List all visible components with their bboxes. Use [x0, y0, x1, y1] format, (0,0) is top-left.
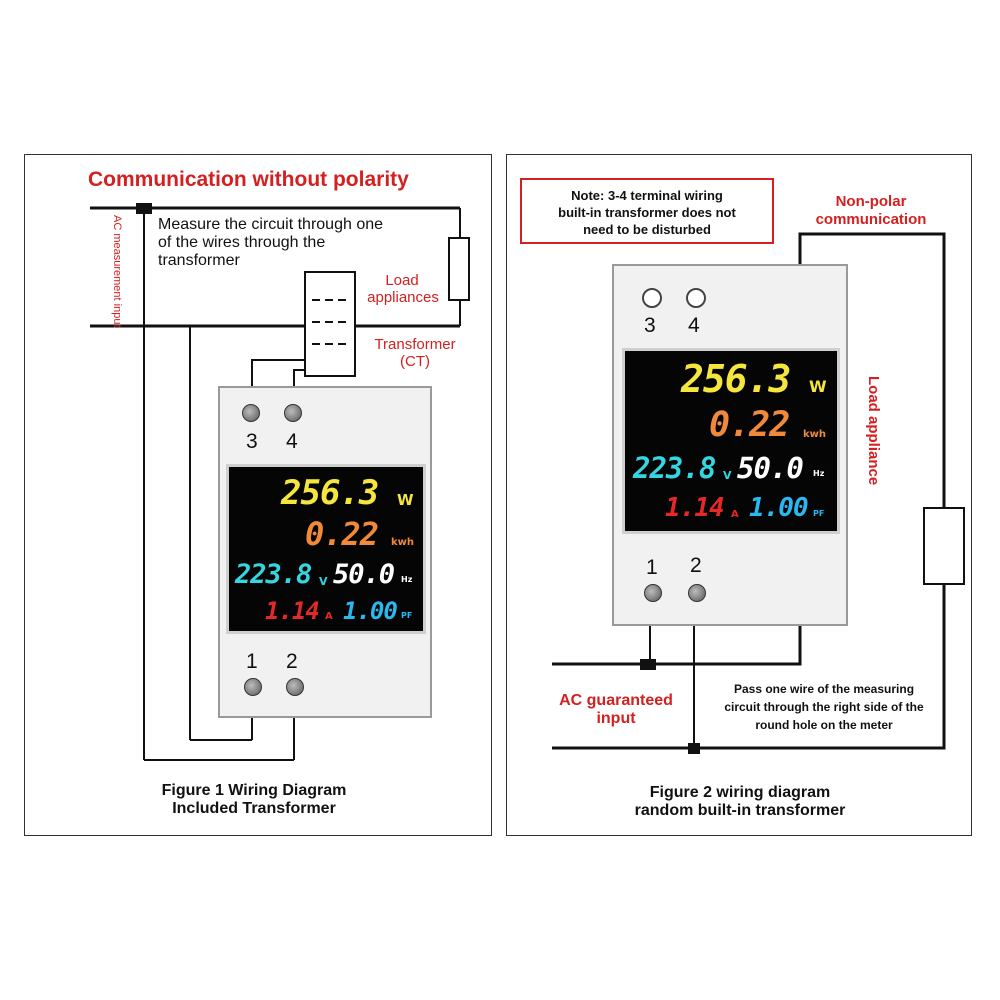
measure-note-line1: Measure the circuit through one — [158, 216, 384, 233]
terminal-3-label: 3 — [246, 430, 258, 453]
transformer-label-line1: Transformer — [374, 336, 456, 353]
voltage-value-2: 223.8 — [633, 451, 716, 485]
current-unit: A — [325, 611, 333, 622]
terminal-1-label: 1 — [246, 650, 258, 673]
figure1-caption-line1: Figure 1 Wiring Diagram — [161, 782, 347, 799]
terminal-3-hole — [642, 288, 662, 308]
voltage-unit-2: V — [723, 469, 732, 482]
meter2-display: 256.3 W 0.22 kwh 223.8 V 50.0 Hz 1.14 A … — [622, 348, 840, 534]
energy-value-2: 0.22 — [709, 405, 790, 445]
pf-value-2: 1.00 — [749, 493, 809, 523]
ac-guaranteed-line1: AC guaranteed — [559, 692, 673, 709]
current-value-2: 1.14 — [665, 493, 725, 523]
figure2-caption-line2: random built-in transformer — [634, 802, 846, 819]
frequency-value-2: 50.0 — [737, 451, 804, 485]
figure2-caption-line1: Figure 2 wiring diagram — [649, 784, 831, 801]
meter2-body: 3 4 1 2 256.3 W 0.22 kwh 223.8 V 50.0 Hz… — [612, 264, 848, 626]
frequency-value: 50.0 — [333, 559, 395, 590]
pf-value: 1.00 — [343, 597, 398, 625]
figure1-title: Communication without polarity — [88, 168, 409, 191]
pass-wire-line3: round hole on the meter — [755, 718, 893, 732]
nonpolar-line1: Non-polar — [835, 193, 907, 210]
meter1-body: 3 4 1 2 256.3 W 0.22 kwh 223.8 V 50.0 Hz… — [218, 386, 432, 718]
terminal-4-label: 4 — [286, 430, 298, 453]
note-box — [520, 178, 774, 244]
current-value: 1.14 — [265, 597, 320, 625]
power-value-2: 256.3 — [681, 357, 791, 401]
terminal-1-screw — [244, 678, 262, 696]
nonpolar-line2: communication — [815, 211, 927, 228]
frequency-unit-2: Hz — [813, 469, 825, 478]
meter1-display: 256.3 W 0.22 kwh 223.8 V 50.0 Hz 1.14 A … — [226, 464, 426, 634]
voltage-value: 223.8 — [235, 559, 312, 590]
terminal-2-screw-2 — [688, 584, 706, 602]
power-unit-2: W — [809, 377, 827, 396]
load-appliances-label-line1: Load — [385, 272, 419, 289]
terminal-2-label-2: 2 — [690, 554, 702, 577]
current-unit-2: A — [731, 509, 739, 520]
energy-value: 0.22 — [305, 515, 379, 553]
terminal-2-label: 2 — [286, 650, 298, 673]
pass-wire-line1: Pass one wire of the measuring — [733, 682, 915, 696]
measure-note-line2: of the wires through the — [158, 234, 326, 251]
power-unit: W — [397, 491, 414, 509]
frequency-unit: Hz — [401, 575, 413, 584]
pf-unit: PF — [401, 611, 413, 620]
voltage-unit: V — [319, 575, 328, 588]
pass-wire-line2: circuit through the right side of the — [724, 700, 924, 714]
terminal-1-screw-2 — [644, 584, 662, 602]
ac-guaranteed-line2: input — [596, 710, 636, 727]
load-appliances-label-line2: appliances — [367, 289, 439, 306]
load-appliance-label: Load appliance — [865, 376, 882, 486]
terminal-3-screw — [242, 404, 260, 422]
note-line3: need to be disturbed — [583, 222, 711, 237]
pf-unit-2: PF — [813, 509, 825, 518]
transformer-label-line2: (CT) — [400, 353, 430, 370]
terminal-4-screw — [284, 404, 302, 422]
terminal-3-label-2: 3 — [644, 314, 656, 337]
power-value: 256.3 — [281, 473, 379, 513]
terminal-2-screw — [286, 678, 304, 696]
figure1-caption-line2: Included Transformer — [172, 800, 336, 817]
measure-note-line3: transformer — [158, 252, 240, 269]
terminal-1-label-2: 1 — [646, 556, 658, 579]
note-line1: Note: 3-4 terminal wiring — [571, 188, 723, 203]
note-line2: built-in transformer does not — [558, 205, 736, 220]
terminal-4-label-2: 4 — [688, 314, 700, 337]
energy-unit: kwh — [391, 537, 415, 548]
energy-unit-2: kwh — [803, 429, 827, 440]
terminal-4-hole — [686, 288, 706, 308]
